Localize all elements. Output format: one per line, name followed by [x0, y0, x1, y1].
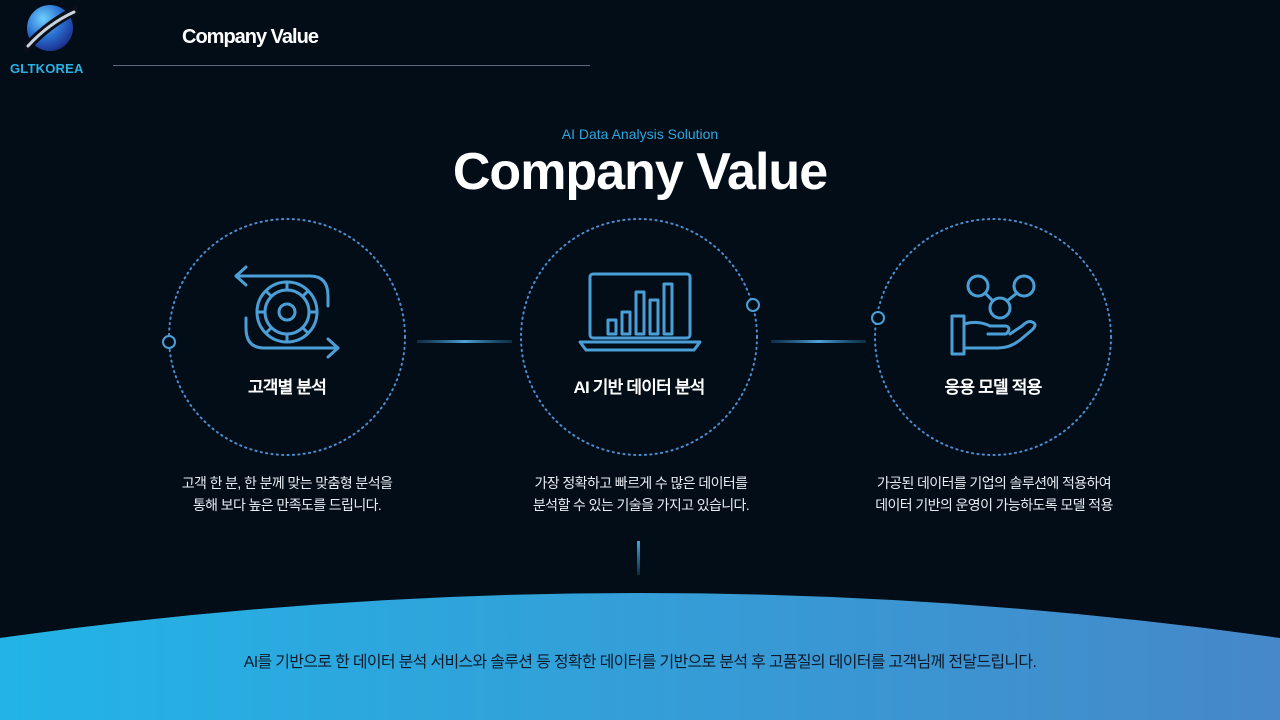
- connector-line-1: [417, 340, 512, 343]
- center-accent-line: [637, 541, 640, 575]
- card-ring-1: [162, 218, 406, 456]
- header-divider: [113, 65, 590, 66]
- header-title: Company Value: [182, 26, 319, 48]
- hand-network-icon: [950, 274, 1037, 356]
- brand-name: GLTKOREA: [10, 61, 84, 76]
- card-ring-2: [520, 218, 760, 456]
- card-1-desc-line-1: 고객 한 분, 한 분께 맞는 맞춤형 분석을: [181, 475, 393, 491]
- card-ring-3: [871, 218, 1112, 456]
- card-1-desc-line-2: 통해 보다 높은 만족도를 드립니다.: [192, 497, 382, 513]
- brand-logo: GLTKOREA: [10, 4, 92, 78]
- hero-subtitle: AI Data Analysis Solution: [561, 126, 719, 142]
- laptop-chart-icon: [578, 272, 702, 352]
- card-3-description: 가공된 데이터를 기업의 솔루션에 적용하여 데이터 기반의 운영이 가능하도록…: [834, 472, 1154, 516]
- connector-line-2: [771, 340, 866, 343]
- card-3-desc-line-2: 데이터 기반의 운영이 가능하도록 모델 적용: [875, 497, 1113, 513]
- footer-wave: [0, 593, 1280, 720]
- card-1-description: 고객 한 분, 한 분께 맞는 맞춤형 분석을 통해 보다 높은 만족도를 드립…: [127, 472, 447, 516]
- card-2-label: AI 기반 데이터 분석: [573, 378, 705, 397]
- card-2-desc-line-1: 가장 정확하고 빠르게 수 많은 데이터를: [534, 475, 749, 491]
- hero-title: Company Value: [452, 143, 828, 201]
- footer-statement: AI를 기반으로 한 데이터 분석 서비스와 솔루션 등 정확한 데이터를 기반…: [243, 654, 1037, 671]
- card-2-desc-line-2: 분석할 수 있는 기술을 가지고 있습니다.: [532, 497, 750, 513]
- gear-cycle-icon: [234, 265, 340, 359]
- globe-logo-icon: [24, 5, 78, 53]
- card-2-description: 가장 정확하고 빠르게 수 많은 데이터를 분석할 수 있는 기술을 가지고 있…: [481, 472, 801, 516]
- card-3-desc-line-1: 가공된 데이터를 기업의 솔루션에 적용하여: [876, 475, 1112, 491]
- card-3-label: 응용 모델 적용: [944, 378, 1043, 397]
- card-1-label: 고객별 분석: [247, 378, 327, 397]
